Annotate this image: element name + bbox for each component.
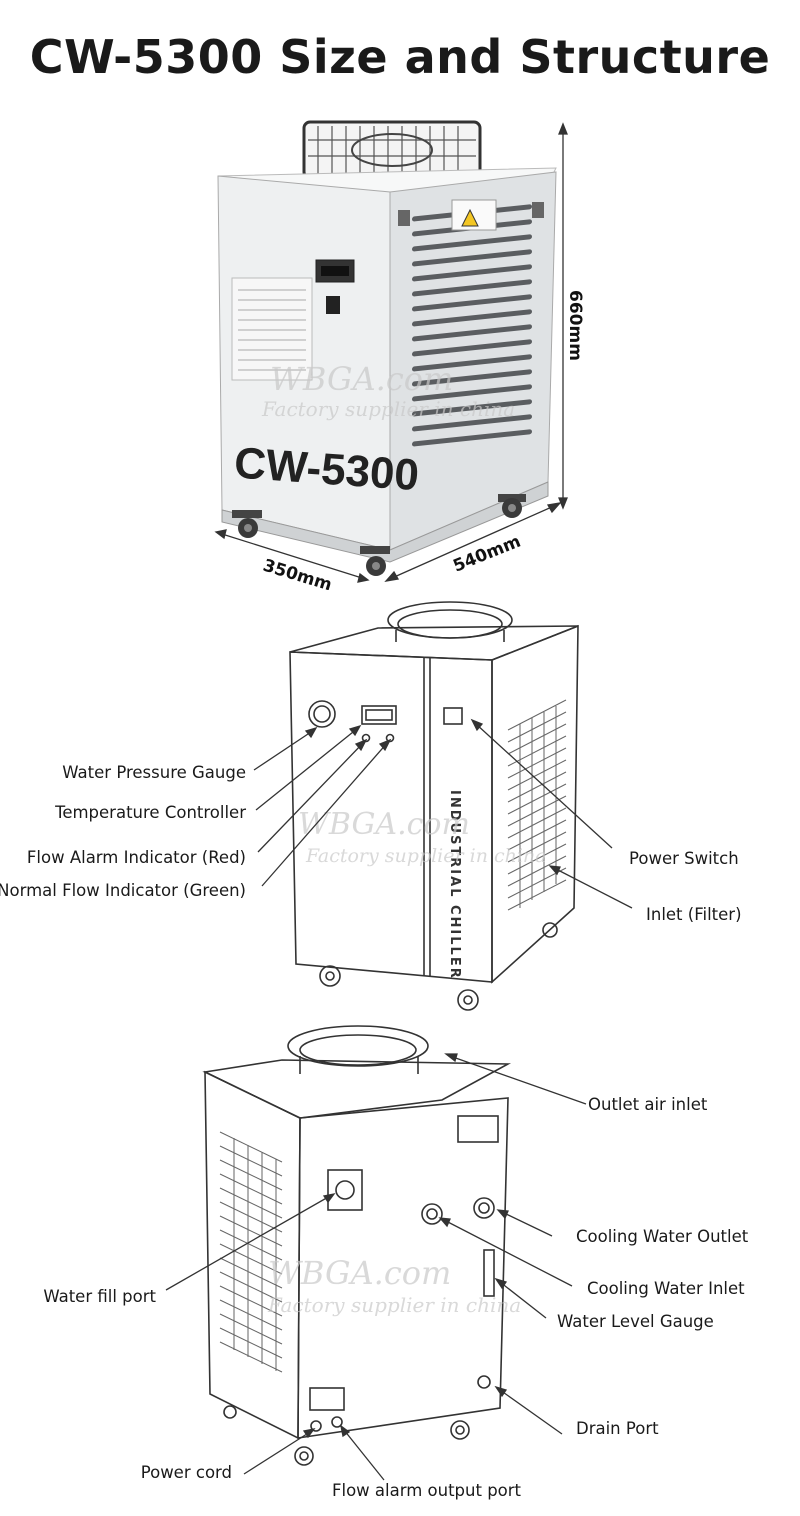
dimension-depth: 350mm [261, 556, 335, 590]
label-flow-alarm-output-port: Flow alarm output port [332, 1481, 522, 1500]
watermark-line1: WBGA.com [270, 360, 453, 398]
caster-icon [232, 494, 526, 576]
watermark-line1: WBGA.com [268, 1254, 451, 1292]
label-cooling-water-inlet: Cooling Water Inlet [587, 1279, 745, 1298]
dimension-height: 660mm [565, 290, 585, 361]
dimension-photo-panel: CW-5300 660mm 350mm 540mm WBGA.com Facto… [214, 120, 585, 590]
vent-mesh [219, 1131, 283, 1373]
side-text: INDUSTRIAL CHILLER [447, 790, 462, 980]
label-flow-alarm-indicator: Flow Alarm Indicator (Red) [27, 848, 246, 867]
label-water-level-gauge: Water Level Gauge [557, 1312, 714, 1331]
page-title: CW-5300 Size and Structure [29, 30, 771, 84]
dimension-width: 540mm [450, 532, 523, 577]
watermark-line2: Factory supplier in china [305, 845, 547, 867]
label-normal-flow-indicator: Normal Flow Indicator (Green) [0, 881, 246, 900]
label-inlet-filter: Inlet (Filter) [646, 905, 742, 924]
front-structure-panel: INDUSTRIAL CHILLER WBGA.com Factory supp… [0, 601, 742, 1011]
back-structure-panel: WBGA.com Factory supplier in china Outle… [43, 1025, 749, 1500]
label-power-switch: Power Switch [629, 849, 739, 868]
label-water-pressure-gauge: Water Pressure Gauge [62, 763, 246, 782]
watermark-line1: WBGA.com [298, 807, 470, 842]
watermark-line2: Factory supplier in china [261, 397, 515, 421]
label-water-fill-port: Water fill port [43, 1287, 156, 1306]
label-temperature-controller: Temperature Controller [54, 803, 246, 822]
label-cooling-water-outlet: Cooling Water Outlet [576, 1227, 749, 1246]
label-drain-port: Drain Port [576, 1419, 659, 1438]
spec-sticker [231, 277, 313, 381]
label-power-cord: Power cord [141, 1463, 232, 1482]
power-switch-photo [326, 296, 340, 314]
label-outlet-air-inlet: Outlet air inlet [588, 1095, 708, 1114]
warning-label-icon [451, 199, 497, 231]
vent-mesh [507, 699, 567, 911]
watermark-line2: Factory supplier in china [267, 1293, 521, 1317]
fan-guard-icon [302, 120, 482, 180]
